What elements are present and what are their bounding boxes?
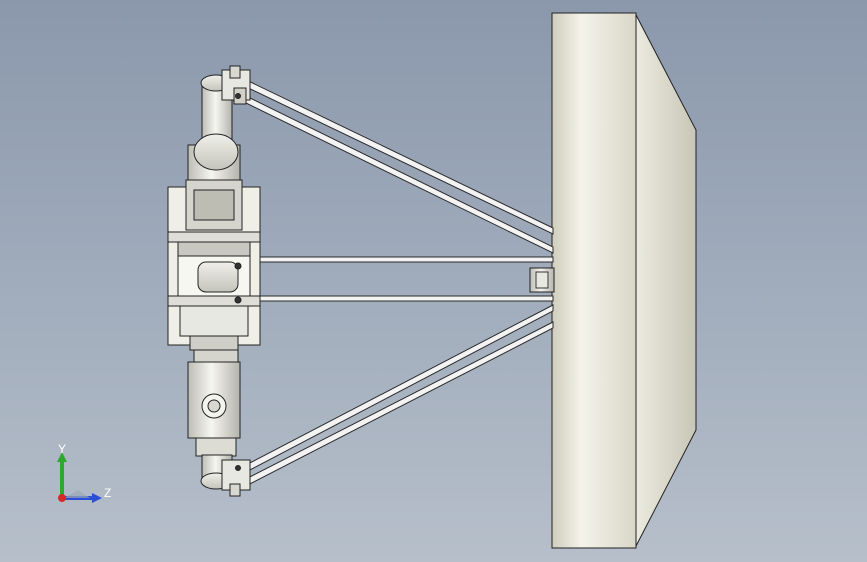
coordinate-triad: Y Z (50, 438, 120, 510)
plate-connector[interactable] (529, 267, 555, 293)
z-axis-label: Z (104, 486, 112, 500)
upper-arm-rods[interactable] (239, 76, 554, 254)
lower-motor-assembly[interactable] (187, 349, 251, 497)
lower-arm-rods[interactable] (239, 304, 554, 490)
y-axis-label: Y (58, 442, 67, 456)
middle-arm-rods[interactable] (247, 256, 554, 302)
base-plate[interactable] (551, 12, 697, 549)
central-gearbox[interactable] (167, 179, 261, 351)
upper-motor-assembly[interactable] (187, 65, 251, 186)
triad-axes (57, 452, 102, 503)
